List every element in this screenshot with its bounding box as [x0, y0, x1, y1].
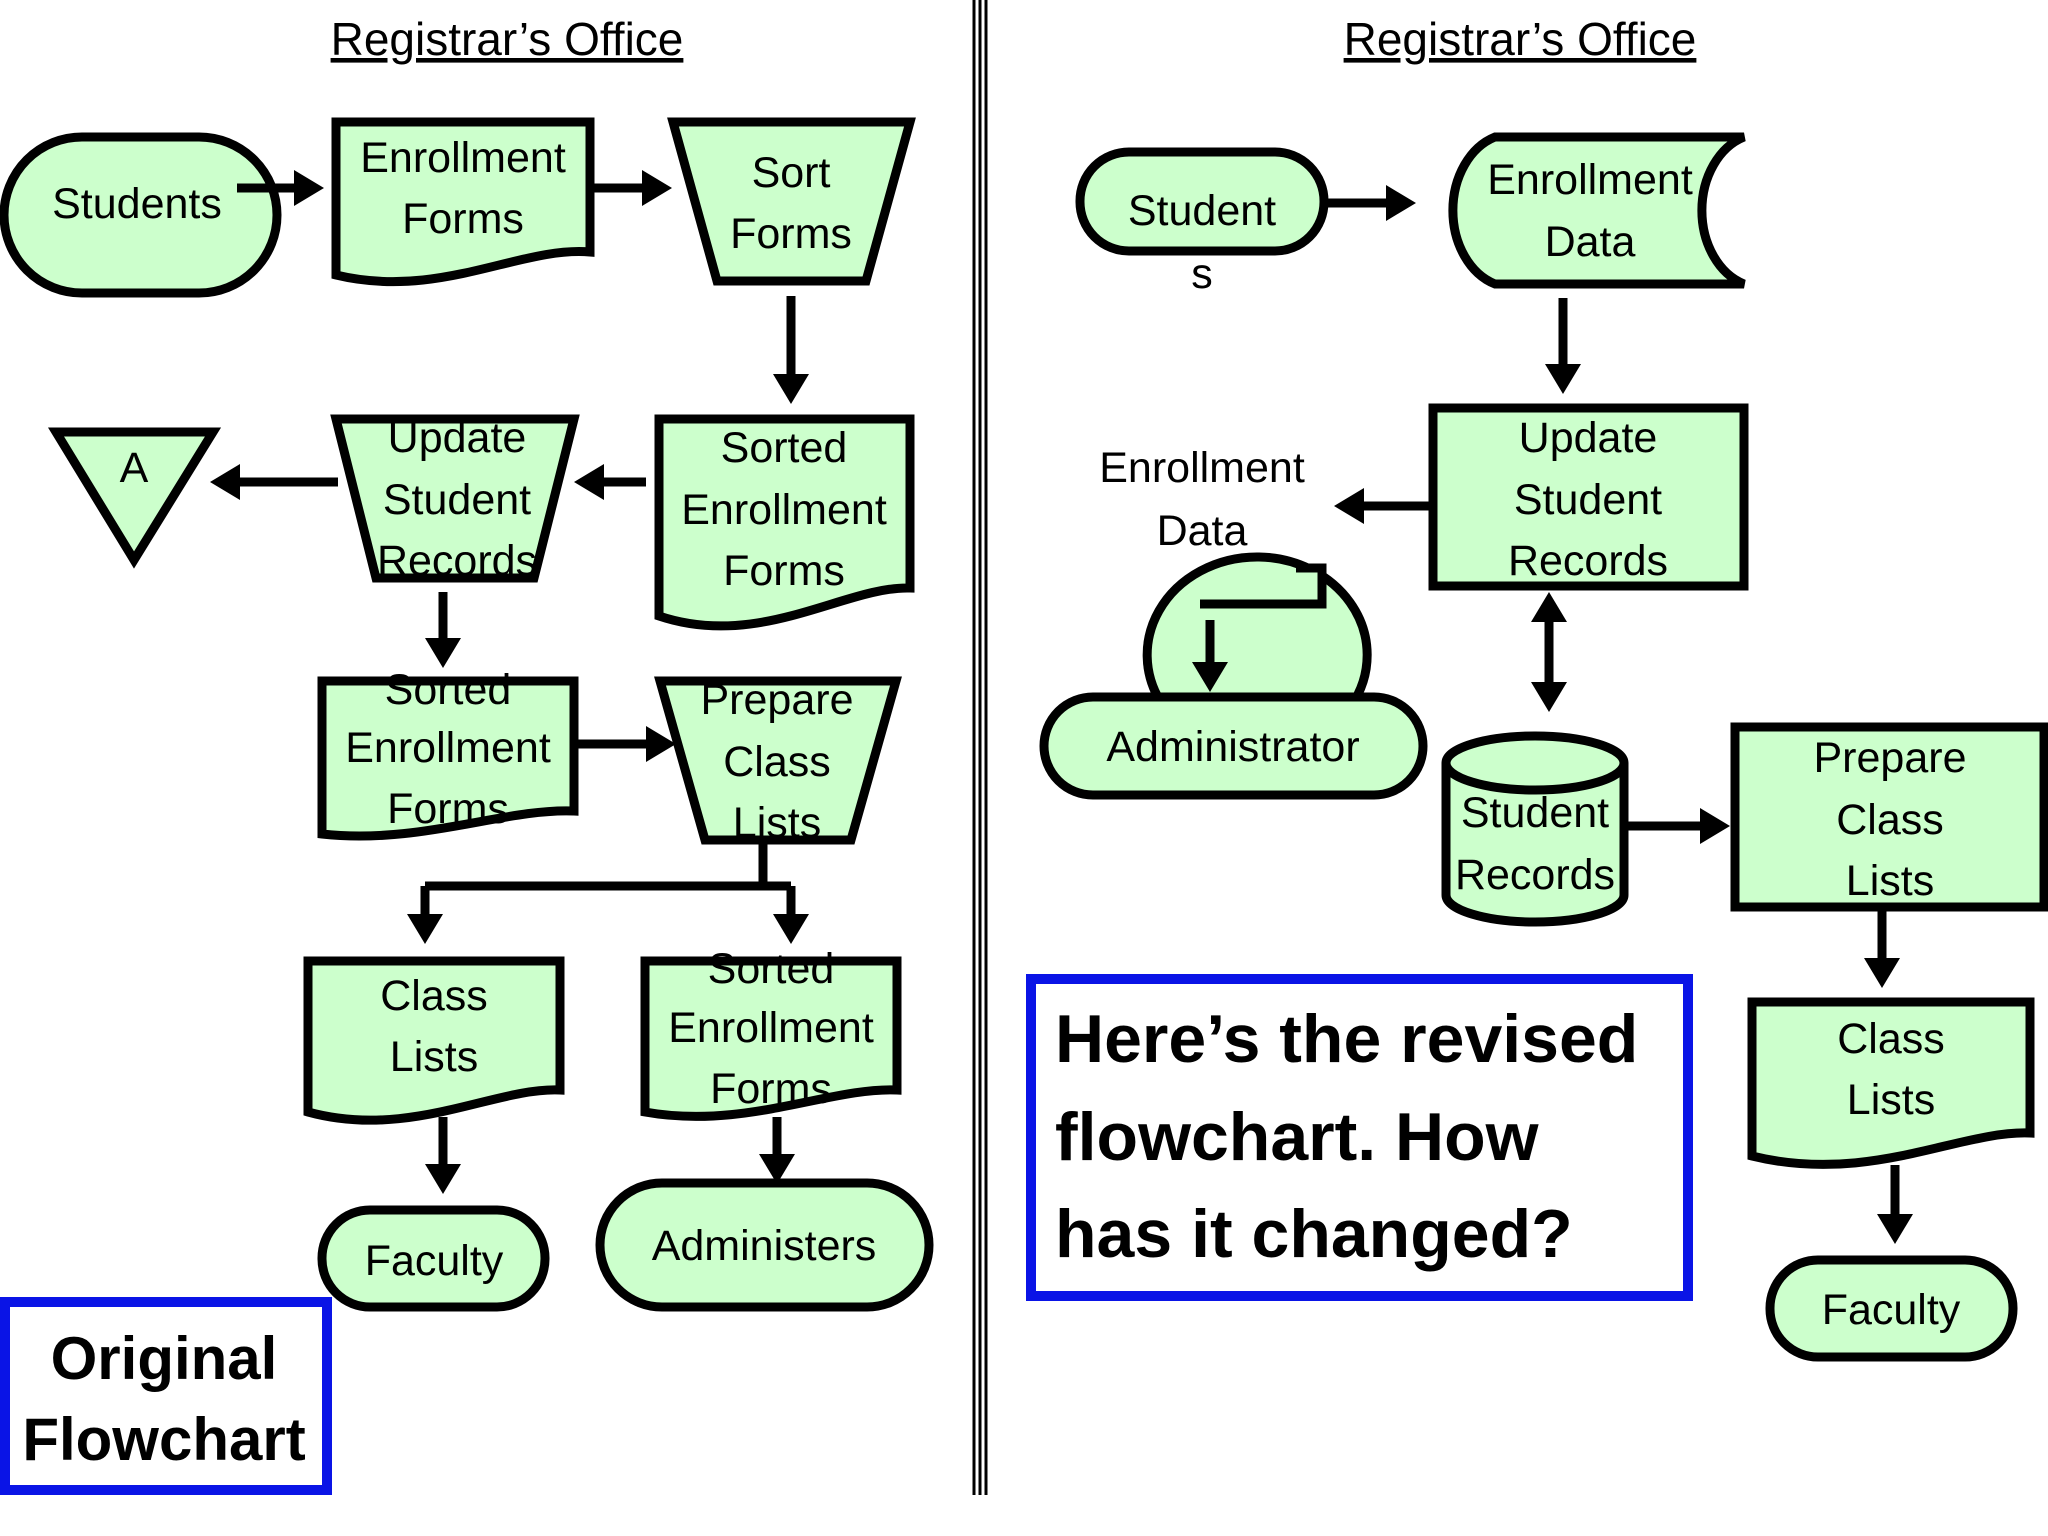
left-prepare-lists-line2: Class: [723, 738, 831, 786]
left-students-label: Students: [52, 180, 222, 228]
right-student-records-database: Student Records: [1441, 731, 1629, 927]
right-enrollment-data-storage-line2: Data: [1545, 218, 1636, 266]
right-student-records-line1: Student: [1461, 789, 1609, 837]
panel-divider: [972, 0, 988, 1495]
right-callout-line2: flowchart. How: [1055, 1099, 1540, 1175]
right-class-lists-line1: Class: [1837, 1015, 1945, 1063]
left-update-records-line1: Update: [388, 414, 527, 462]
right-callout-revised-question: Here’s the revised flowchart. How has it…: [1026, 974, 1693, 1301]
left-faculty-label: Faculty: [365, 1237, 504, 1285]
left-prepare-lists-line3: Lists: [733, 799, 821, 847]
right-enrollment-data-storage-line1: Enrollment: [1487, 156, 1693, 204]
left-offpage-connector-a: A: [47, 427, 222, 569]
right-update-records-line2: Student: [1514, 476, 1662, 524]
right-administrator-label: Administrator: [1106, 723, 1359, 771]
left-connector-a-label: A: [120, 444, 149, 492]
left-class-lists-document: Class Lists: [303, 956, 565, 1125]
left-callout-line2: Flowchart: [22, 1406, 305, 1473]
right-administrator-terminator: Administrator: [1039, 692, 1428, 800]
left-class-lists-line1: Class: [380, 972, 488, 1020]
left-update-records-line2: Student: [383, 476, 531, 524]
right-callout-line3: has it changed?: [1055, 1196, 1573, 1272]
left-sorted-forms3-line3: Forms: [710, 1065, 832, 1113]
right-students-line1: Student: [1128, 187, 1276, 235]
left-sorted-forms3-line2: Enrollment: [668, 1004, 874, 1052]
right-students-terminator: Student s: [1075, 147, 1329, 298]
right-faculty-terminator: Faculty: [1765, 1255, 2018, 1362]
left-sorted-forms1-line2: Enrollment: [681, 486, 887, 534]
right-students-line2: s: [1191, 250, 1213, 298]
left-sorted-forms2-line3: Forms: [387, 785, 509, 833]
left-sort-forms-manual-operation: Sort Forms: [667, 117, 916, 286]
right-enrollment-data-display-line2: Data: [1157, 507, 1248, 555]
right-connector-arrows: [1192, 185, 1913, 1244]
right-student-records-line2: Records: [1455, 851, 1615, 899]
left-administers-terminator: Administers: [595, 1178, 934, 1312]
right-prepare-class-lists-process: Prepare Class Lists: [1730, 722, 2048, 912]
right-class-lists-line2: Lists: [1847, 1076, 1935, 1124]
left-class-lists-line2: Lists: [390, 1033, 478, 1081]
left-sort-forms-line1: Sort: [752, 149, 831, 197]
right-panel-header: Registrar’s Office: [1344, 13, 1697, 65]
left-prepare-class-lists-manual-operation: Prepare Class Lists: [654, 676, 902, 847]
right-prepare-lists-line3: Lists: [1846, 857, 1934, 905]
left-update-records-line3: Records: [377, 537, 537, 585]
left-faculty-terminator: Faculty: [317, 1205, 550, 1312]
left-prepare-lists-line1: Prepare: [701, 676, 854, 724]
left-sorted-enrollment-forms-document-3: Sorted Enrollment Forms: [640, 945, 902, 1121]
left-sorted-forms1-line3: Forms: [723, 547, 845, 595]
left-callout-original-flowchart: Original Flowchart: [0, 1297, 332, 1495]
left-enrollment-forms-line1: Enrollment: [360, 134, 566, 182]
right-class-lists-document: Class Lists: [1747, 997, 2035, 1169]
left-sorted-enrollment-forms-document-1: Sorted Enrollment Forms: [654, 414, 915, 631]
left-sorted-forms3-line1: Sorted: [708, 945, 835, 993]
left-update-student-records-manual-operation: Update Student Records: [330, 414, 580, 585]
right-update-records-line1: Update: [1519, 414, 1658, 462]
left-enrollment-forms-line2: Forms: [402, 195, 524, 243]
right-prepare-lists-line1: Prepare: [1814, 734, 1967, 782]
left-sorted-forms1-line1: Sorted: [721, 424, 848, 472]
left-sorted-enrollment-forms-document-2: Sorted Enrollment Forms: [317, 666, 579, 841]
left-sorted-forms2-line1: Sorted: [385, 666, 512, 714]
right-update-records-line3: Records: [1508, 537, 1668, 585]
right-callout-line1: Here’s the revised: [1055, 1001, 1638, 1077]
left-callout-line1: Original: [51, 1325, 278, 1392]
left-sort-forms-line2: Forms: [730, 210, 852, 258]
left-connector-arrows: [210, 170, 809, 1194]
right-enrollment-data-stored-data: Enrollment Data: [1448, 132, 1746, 289]
left-administers-label: Administers: [652, 1222, 877, 1270]
right-prepare-lists-line2: Class: [1836, 796, 1944, 844]
left-sorted-forms2-line2: Enrollment: [345, 724, 551, 772]
left-enrollment-forms-document: Enrollment Forms: [331, 117, 595, 287]
right-enrollment-data-display-line1: Enrollment: [1099, 444, 1305, 492]
right-faculty-label: Faculty: [1822, 1286, 1961, 1334]
left-panel-header: Registrar’s Office: [331, 13, 684, 65]
right-update-student-records-process: Update Student Records: [1428, 403, 1749, 591]
left-students-terminator: Students: [0, 132, 282, 298]
